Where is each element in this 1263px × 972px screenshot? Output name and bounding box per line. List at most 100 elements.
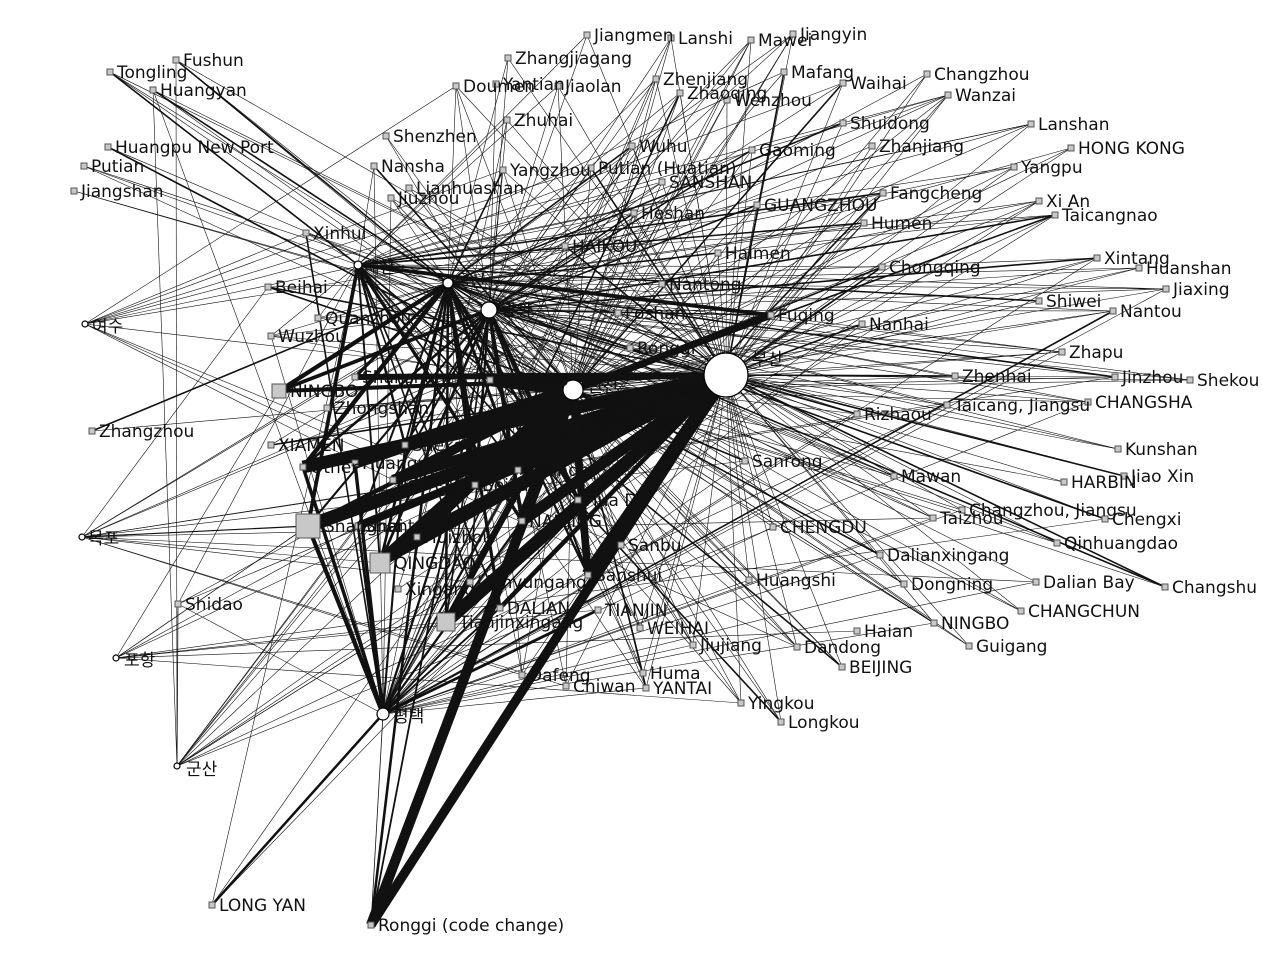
port-node-wuzhou[interactable] bbox=[267, 332, 275, 340]
port-node-shenzhen[interactable] bbox=[382, 132, 390, 140]
port-node-changshu[interactable] bbox=[1161, 583, 1169, 591]
port-node-lianyungang[interactable] bbox=[466, 578, 474, 586]
port-node-guigang[interactable] bbox=[965, 642, 973, 650]
port-node-wanzai[interactable] bbox=[944, 91, 952, 99]
korean-port-node-daesan[interactable] bbox=[353, 260, 363, 270]
port-node-harbin[interactable] bbox=[1060, 478, 1068, 486]
korean-port-node-mokpo[interactable] bbox=[78, 533, 86, 541]
port-node-jinzhou[interactable] bbox=[1111, 373, 1119, 381]
port-node-sanrong[interactable] bbox=[741, 457, 749, 465]
port-node-fangcheng[interactable] bbox=[879, 189, 887, 197]
port-node-zhongshan[interactable] bbox=[323, 404, 331, 412]
port-node-dafeng[interactable] bbox=[518, 671, 526, 679]
port-node-shunde[interactable] bbox=[514, 466, 522, 474]
port-node-fuzhou[interactable] bbox=[486, 376, 494, 384]
port-node-jiangmen[interactable] bbox=[583, 31, 591, 39]
port-node-zhangjiagang[interactable] bbox=[504, 54, 512, 62]
port-node-shiwei[interactable] bbox=[1035, 297, 1043, 305]
port-node-chengxi[interactable] bbox=[1101, 515, 1109, 523]
port-node-changzhou-jiangsu[interactable] bbox=[958, 506, 966, 514]
port-node-tianjin[interactable] bbox=[594, 606, 602, 614]
port-node-chongqing[interactable] bbox=[878, 263, 886, 271]
port-node-shantou[interactable] bbox=[354, 522, 362, 530]
port-node-hua-du[interactable] bbox=[574, 496, 582, 504]
port-node-jiao-xin[interactable] bbox=[1120, 472, 1128, 480]
port-node-foshan[interactable] bbox=[614, 309, 622, 317]
port-node-mawei[interactable] bbox=[747, 36, 755, 44]
port-node-dandong[interactable] bbox=[793, 643, 801, 651]
port-node-zhaoqing[interactable] bbox=[676, 89, 684, 97]
port-node-doumen[interactable] bbox=[452, 82, 460, 90]
port-node-longkou[interactable] bbox=[777, 718, 785, 726]
port-node-sanshui[interactable] bbox=[584, 571, 592, 579]
port-node-changsha[interactable] bbox=[1084, 398, 1092, 406]
port-node-nantong[interactable] bbox=[658, 280, 666, 288]
port-node-yantai[interactable] bbox=[642, 684, 650, 692]
port-node-nanjing[interactable] bbox=[518, 517, 526, 525]
port-node-ningbo[interactable] bbox=[930, 619, 938, 627]
port-node-kunshan[interactable] bbox=[1114, 445, 1122, 453]
port-node-tianjinxingang[interactable] bbox=[436, 612, 456, 632]
port-node-tongling[interactable] bbox=[106, 68, 114, 76]
korean-port-node-ulsan[interactable] bbox=[442, 277, 454, 289]
port-node-huangpu-new-port[interactable] bbox=[104, 143, 112, 151]
port-node-humen[interactable] bbox=[860, 219, 868, 227]
port-node-huma[interactable] bbox=[639, 669, 647, 677]
port-node-taizhou[interactable] bbox=[929, 514, 937, 522]
port-node-xingang[interactable] bbox=[394, 585, 402, 593]
korean-port-node-busan[interactable] bbox=[703, 352, 749, 398]
port-node-haian[interactable] bbox=[853, 627, 861, 635]
port-node-ronggi[interactable] bbox=[626, 344, 634, 352]
port-node-shanshan[interactable] bbox=[351, 373, 359, 381]
port-node-taicangnao[interactable] bbox=[1051, 211, 1059, 219]
port-node-xintang[interactable] bbox=[1093, 254, 1101, 262]
port-node-shekou[interactable] bbox=[401, 441, 409, 449]
port-node-huangpu[interactable] bbox=[351, 459, 359, 467]
port-node-rizhaou[interactable] bbox=[853, 410, 861, 418]
port-node-shekou-code-change[interactable] bbox=[1186, 376, 1194, 384]
port-node-huanshan[interactable] bbox=[1135, 264, 1143, 272]
port-node-haimen[interactable] bbox=[714, 249, 722, 257]
port-node-qinhuangdao[interactable] bbox=[1053, 539, 1061, 547]
port-node-hong-kong[interactable] bbox=[1067, 144, 1075, 152]
port-node-jiaxing[interactable] bbox=[1162, 285, 1170, 293]
port-node-nantou[interactable] bbox=[1109, 307, 1117, 315]
port-node-putian[interactable] bbox=[80, 162, 88, 170]
port-node-changzhou[interactable] bbox=[923, 70, 931, 78]
port-node-beijiao[interactable] bbox=[471, 481, 479, 489]
port-node-jiangshan[interactable] bbox=[70, 187, 78, 195]
port-node-qingdao[interactable] bbox=[369, 552, 391, 574]
port-node-sanshan[interactable] bbox=[658, 178, 666, 186]
port-node-other[interactable] bbox=[299, 463, 307, 471]
port-node-waihai[interactable] bbox=[839, 79, 847, 87]
port-node-zhapu[interactable] bbox=[1058, 348, 1066, 356]
port-node-zhenhai[interactable] bbox=[951, 372, 959, 380]
port-node-jiujiang[interactable] bbox=[689, 641, 697, 649]
port-node-lianhuashan[interactable] bbox=[405, 184, 413, 192]
port-node-shidao[interactable] bbox=[174, 600, 182, 608]
port-node-sanbu[interactable] bbox=[617, 541, 625, 549]
port-node-xinhui[interactable] bbox=[302, 229, 310, 237]
port-node-chiwan[interactable] bbox=[562, 682, 570, 690]
port-node-yingkou[interactable] bbox=[737, 699, 745, 707]
port-node-long-yan[interactable] bbox=[208, 901, 216, 909]
port-node-yangzhou[interactable] bbox=[499, 166, 507, 174]
korean-port-node-pohang[interactable] bbox=[112, 654, 120, 662]
port-node-lanshi[interactable] bbox=[667, 34, 675, 42]
port-node-guangzhou[interactable] bbox=[753, 201, 761, 209]
port-node-fuqing[interactable] bbox=[767, 311, 775, 319]
korean-port-node-pyeongtaek[interactable] bbox=[376, 707, 390, 721]
port-node-shanghai[interactable] bbox=[295, 513, 321, 539]
port-node-gaoming[interactable] bbox=[748, 146, 756, 154]
port-node-huangshi[interactable] bbox=[745, 576, 753, 584]
port-node-haikou[interactable] bbox=[561, 242, 569, 250]
port-node-yantian[interactable] bbox=[492, 80, 500, 88]
port-node-zhuhai[interactable] bbox=[503, 116, 511, 124]
port-node-heshan[interactable] bbox=[630, 209, 638, 217]
korean-port-node-yeosu[interactable] bbox=[81, 320, 89, 328]
port-node-zhenjiang[interactable] bbox=[652, 75, 660, 83]
port-node-quanzhou[interactable] bbox=[314, 314, 322, 322]
port-node-xi-an[interactable] bbox=[1035, 197, 1043, 205]
port-node-nanhai[interactable] bbox=[858, 320, 866, 328]
port-node-huizhou[interactable] bbox=[413, 533, 421, 541]
